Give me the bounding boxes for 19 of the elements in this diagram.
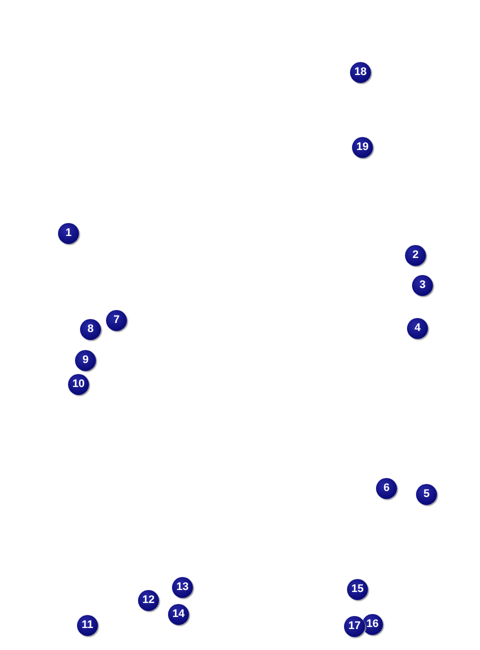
callout-number: 10 <box>68 374 89 395</box>
callout-number: 4 <box>407 318 428 339</box>
callout-number: 6 <box>376 478 397 499</box>
callout-number: 14 <box>168 604 189 625</box>
callout-number: 19 <box>352 137 373 158</box>
callout-number: 11 <box>77 615 98 636</box>
callout-number: 16 <box>362 614 383 635</box>
callout-number: 5 <box>416 484 437 505</box>
callout-number: 2 <box>405 245 426 266</box>
callout-number: 8 <box>80 319 101 340</box>
callout-number: 1 <box>58 223 79 244</box>
callout-number: 18 <box>350 62 371 83</box>
callout-number: 17 <box>344 616 365 637</box>
callout-number: 7 <box>106 310 127 331</box>
callout-number: 3 <box>412 275 433 296</box>
callout-number: 15 <box>347 579 368 600</box>
callout-number: 13 <box>172 577 193 598</box>
callout-number: 12 <box>138 590 159 611</box>
callout-number: 9 <box>75 350 96 371</box>
